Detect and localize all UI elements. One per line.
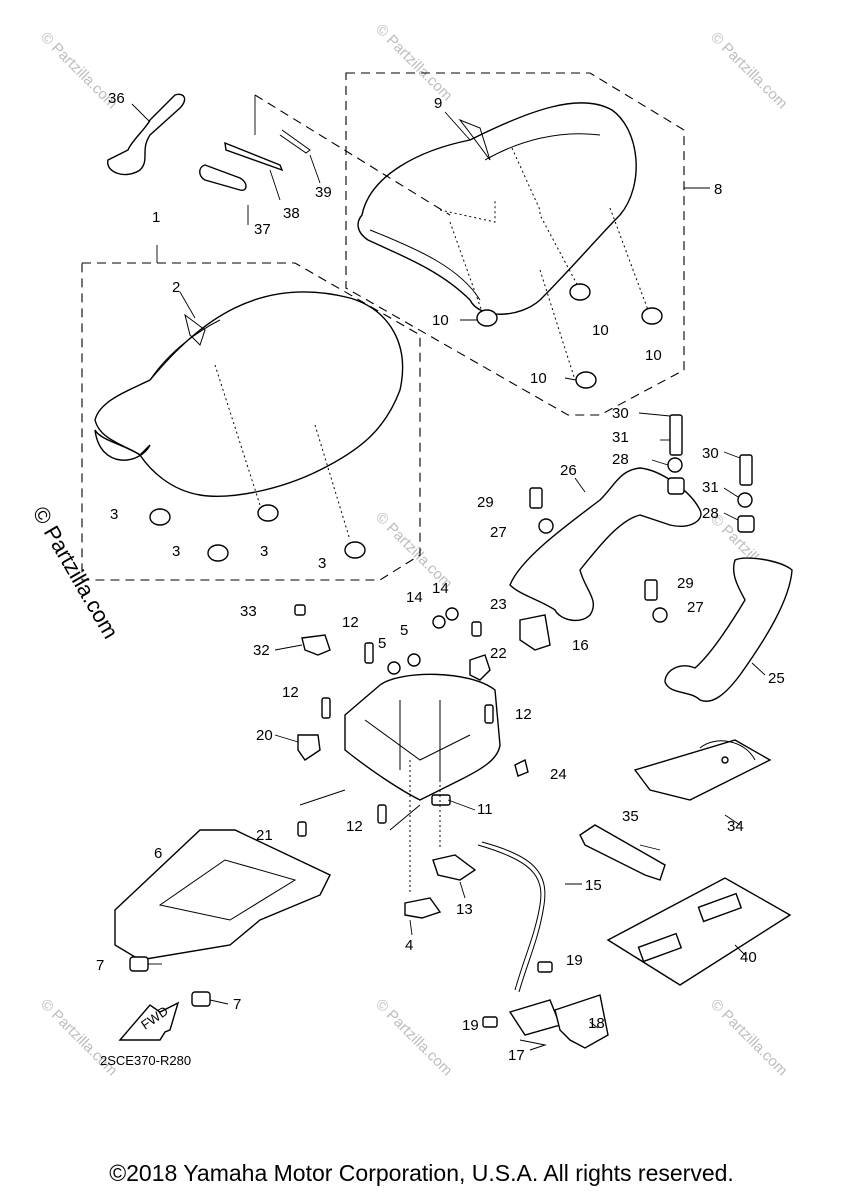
grab-bar-25 <box>664 557 793 702</box>
front-seat-group <box>81 245 421 581</box>
callout-12: 12 <box>515 706 532 723</box>
callout-18: 18 <box>588 1015 605 1032</box>
callout-16: 16 <box>572 637 589 654</box>
callout-34: 34 <box>727 818 744 835</box>
callout-14: 14 <box>406 589 423 606</box>
watermark: © Partzilla.com <box>372 21 455 104</box>
callout-29: 29 <box>477 494 494 511</box>
side-watermark: © Partzilla.com <box>28 502 124 643</box>
callout-23: 23 <box>490 596 507 613</box>
callout-10: 10 <box>432 312 449 329</box>
fasteners-rear <box>529 412 755 623</box>
callout-13: 13 <box>456 901 473 918</box>
callout-31: 31 <box>612 429 629 446</box>
callout-10: 10 <box>645 347 662 364</box>
reference-code: 2SCE370-R280 <box>100 1053 191 1068</box>
callout-4: 4 <box>405 937 413 954</box>
callout-31: 31 <box>702 479 719 496</box>
latches <box>404 760 477 936</box>
callout-3: 3 <box>318 555 326 572</box>
callout-27: 27 <box>490 524 507 541</box>
tool-kit <box>107 93 321 225</box>
tool-bag <box>633 739 772 801</box>
callout-12: 12 <box>282 684 299 701</box>
callout-7: 7 <box>233 996 241 1013</box>
callout-10: 10 <box>592 322 609 339</box>
callout-3: 3 <box>172 543 180 560</box>
callout-7: 7 <box>96 957 104 974</box>
callout-labels: 36 9 8 39 38 37 1 2 10 10 10 10 30 31 28… <box>96 90 785 1068</box>
callout-10: 10 <box>530 370 547 387</box>
copyright-notice: ©2018 Yamaha Motor Corporation, U.S.A. A… <box>109 1160 734 1186</box>
callout-39: 39 <box>315 184 332 201</box>
callout-28: 28 <box>612 451 629 468</box>
callout-19: 19 <box>462 1017 479 1034</box>
accessories <box>579 739 792 986</box>
strap <box>579 824 666 881</box>
fwd-arrow: FWD <box>118 1001 180 1041</box>
callout-6: 6 <box>154 845 162 862</box>
callout-35: 35 <box>622 808 639 825</box>
callout-5: 5 <box>378 635 386 652</box>
callout-11: 11 <box>477 801 493 818</box>
callout-22: 22 <box>490 645 507 662</box>
callout-20: 20 <box>256 727 273 744</box>
callout-30: 30 <box>702 445 719 462</box>
callout-33: 33 <box>240 603 257 620</box>
callout-38: 38 <box>283 205 300 222</box>
callout-29: 29 <box>677 575 694 592</box>
watermark: © Partzilla.com <box>707 29 790 112</box>
small-parts-left <box>274 604 551 837</box>
callout-9: 9 <box>434 95 442 112</box>
rear-seat <box>357 102 637 315</box>
seat-base-frame <box>344 673 501 831</box>
release-cable <box>477 841 582 993</box>
callout-36: 36 <box>108 90 125 107</box>
callout-2: 2 <box>172 279 180 296</box>
callout-1: 1 <box>152 209 160 226</box>
callout-8: 8 <box>714 181 722 198</box>
callout-27: 27 <box>687 599 704 616</box>
callout-21: 21 <box>256 827 273 844</box>
sub-frame <box>114 829 331 1007</box>
grab-bar-26 <box>509 467 702 622</box>
callout-24: 24 <box>550 766 567 783</box>
front-seat <box>94 291 404 497</box>
callout-3: 3 <box>260 543 268 560</box>
lock-assembly <box>482 961 609 1051</box>
owners-manual <box>606 877 792 986</box>
watermark: © Partzilla.com <box>372 996 455 1079</box>
callout-32: 32 <box>253 642 270 659</box>
callout-37: 37 <box>254 221 271 238</box>
watermark: © Partzilla.com <box>707 996 790 1079</box>
callout-17: 17 <box>508 1047 525 1064</box>
callout-12: 12 <box>342 614 359 631</box>
rear-seat-group <box>254 72 710 416</box>
callout-26: 26 <box>560 462 577 479</box>
callout-19: 19 <box>566 952 583 969</box>
callout-40: 40 <box>740 949 757 966</box>
callout-14: 14 <box>432 580 449 597</box>
callout-28: 28 <box>702 505 719 522</box>
callout-15: 15 <box>585 877 602 894</box>
callout-12: 12 <box>346 818 363 835</box>
grab-bars <box>509 467 793 702</box>
callout-3: 3 <box>110 506 118 523</box>
callout-30: 30 <box>612 405 629 422</box>
callout-25: 25 <box>768 670 785 687</box>
callout-5: 5 <box>400 622 408 639</box>
